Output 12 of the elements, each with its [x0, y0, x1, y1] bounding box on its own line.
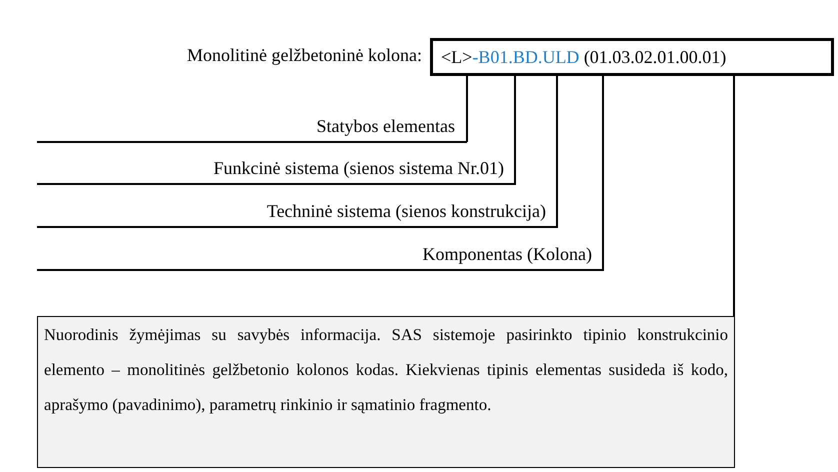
underlined-label: Funkcinė sistema (sienos sistema Nr.01) [37, 155, 516, 185]
description-box: Nuorodinis žymėjimas su savybės informacija. SAS sistemoje pasirinkto tipinio konstrukcinio elemento – monolitinės gelžbetonio kolonos kodas. Kiekvienas tipinis elementas susideda iš kodo, aprašymo (pavadinimo), parametrų rinkinio ir sąmatinio fragmento. [37, 316, 735, 468]
leader-line [514, 76, 516, 184]
leader-line [733, 76, 735, 316]
underlined-label: Statybos elementas [37, 113, 467, 143]
leader-line [466, 76, 468, 142]
leader-line [556, 76, 558, 227]
code-box: <L>-B01.BD.ULD (01.03.02.01.00.01) [430, 38, 834, 76]
underlined-label: Komponentas (Kolona) [37, 241, 604, 271]
field-label: Monolitinė gelžbetoninė kolona: [187, 45, 422, 66]
leader-line [602, 76, 604, 270]
underlined-label: Techninė sistema (sienos konstrukcija) [37, 198, 558, 228]
